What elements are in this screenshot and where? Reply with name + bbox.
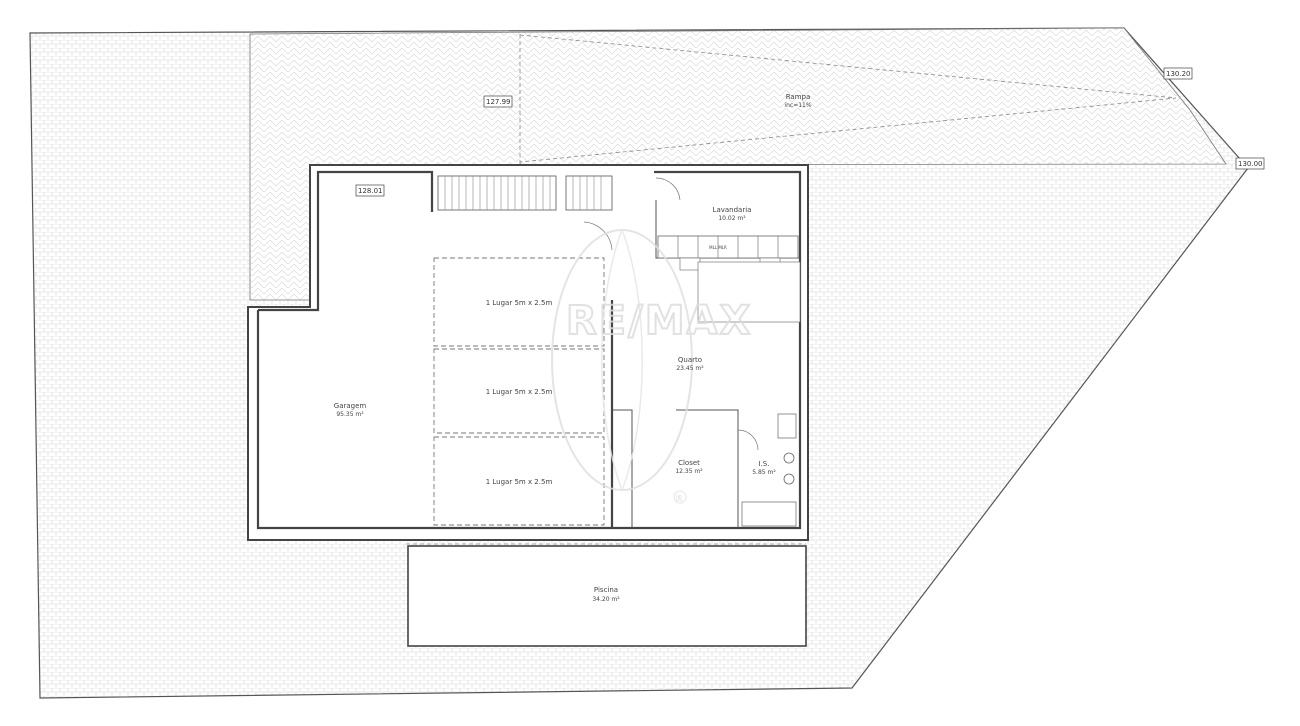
svg-text:130.20: 130.20 bbox=[1166, 70, 1191, 78]
remax-watermark: RE/MAX R bbox=[551, 227, 752, 504]
level-marker: 127.99 bbox=[483, 95, 513, 108]
ramp-slope: inc=11% bbox=[784, 102, 811, 109]
parking-spot bbox=[433, 348, 605, 434]
bathroom-area: 5.85 m² bbox=[752, 469, 776, 476]
stairs bbox=[437, 175, 613, 211]
svg-text:130.00: 130.00 bbox=[1238, 160, 1263, 168]
door-arc bbox=[583, 221, 613, 251]
bedroom-lower-wall bbox=[676, 409, 739, 528]
parking-spot bbox=[433, 257, 605, 347]
ramp-label: Rampa bbox=[786, 93, 811, 101]
watermark-text: RE/MAX bbox=[566, 298, 752, 344]
garage-label: Garagem bbox=[334, 402, 367, 410]
closet-area: 12.35 m² bbox=[675, 468, 703, 475]
bathroom-label: I.S. bbox=[759, 460, 770, 468]
parking-spot-label: 1 Lugar 5m x 2.5m bbox=[486, 299, 553, 307]
door-arc bbox=[737, 429, 759, 451]
building bbox=[247, 164, 809, 647]
door-arc bbox=[655, 177, 681, 201]
pool-area: 34.20 m² bbox=[592, 596, 620, 603]
laundry-area: 10.02 m² bbox=[718, 215, 746, 222]
level-marker: 130.00 bbox=[1235, 157, 1265, 170]
svg-text:127.99: 127.99 bbox=[486, 98, 511, 106]
bed bbox=[697, 261, 801, 323]
level-marker: 128.01 bbox=[355, 184, 385, 197]
laundry-appliances: MLL MLR bbox=[709, 245, 727, 250]
laundry-wall bbox=[612, 170, 802, 530]
parking-spot-label: 1 Lugar 5m x 2.5m bbox=[486, 388, 553, 396]
bedroom-label: Quarto bbox=[678, 356, 702, 364]
garage-area: 95.35 m² bbox=[336, 411, 364, 418]
closet-label: Closet bbox=[678, 459, 700, 467]
pool bbox=[407, 545, 807, 647]
garage-bottom-wall bbox=[256, 310, 612, 530]
pool-label: Piscina bbox=[594, 586, 618, 594]
ramp-arrow-lines bbox=[519, 34, 1177, 163]
laundry-label: Lavandaria bbox=[713, 206, 752, 214]
watermark-mark: R bbox=[676, 494, 684, 503]
building-footprint bbox=[247, 164, 809, 541]
parking-spot bbox=[433, 436, 605, 526]
garage-outer-wall bbox=[258, 170, 434, 312]
level-marker: 130.20 bbox=[1163, 67, 1193, 80]
parking-spot-label: 1 Lugar 5m x 2.5m bbox=[486, 478, 553, 486]
svg-text:128.01: 128.01 bbox=[358, 187, 383, 195]
bathroom-fixtures bbox=[741, 413, 797, 527]
bedroom-area: 23.45 m² bbox=[676, 365, 704, 372]
